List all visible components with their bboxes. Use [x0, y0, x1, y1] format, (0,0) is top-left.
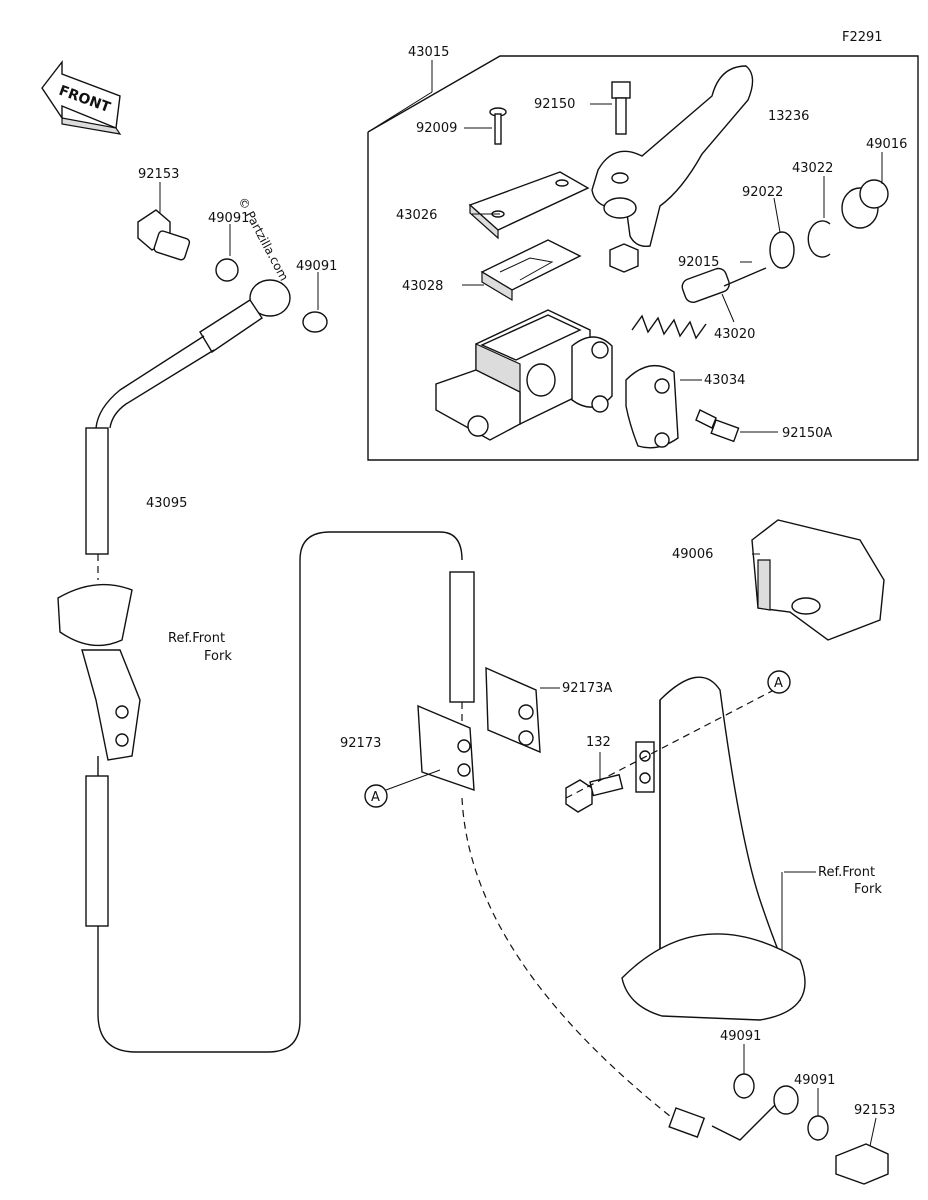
callout-a-right-letter: A — [774, 676, 783, 691]
label-92022: 92022 — [742, 185, 783, 200]
leader-lines — [159, 103, 883, 1147]
front-arrow-icon: FRONT — [41, 59, 122, 135]
watermark: © Partzilla.com — [235, 195, 291, 283]
label-43034: 43034 — [704, 373, 745, 388]
label-92009: 92009 — [416, 121, 457, 136]
ref-note-1-line-2: Fork — [204, 649, 232, 664]
label-43095: 43095 — [146, 496, 187, 511]
hose-clamp-92173 — [417, 704, 475, 792]
master-cylinder-body — [435, 309, 613, 441]
brake-lever — [591, 65, 754, 247]
front-fork — [621, 676, 806, 1021]
label-92015: 92015 — [678, 255, 719, 270]
label-43026: 43026 — [396, 208, 437, 223]
brake-hose-lower — [449, 571, 475, 703]
pivot-bolt — [609, 81, 639, 273]
ref-note-2-line-1: Ref.Front — [818, 865, 875, 880]
screw — [489, 107, 507, 145]
label-132: 132 — [586, 735, 611, 750]
callout-a-right: A — [767, 670, 791, 694]
label-49091-lower-1: 49091 — [720, 1029, 761, 1044]
banjo-lower — [668, 1073, 889, 1185]
handlebar-clamp — [625, 364, 679, 449]
circlip — [807, 220, 831, 258]
label-92150: 92150 — [534, 97, 575, 112]
label-49091-upper-2: 49091 — [296, 259, 337, 274]
part-labels: 43015 92150 13236 49016 92009 43022 9202… — [138, 45, 907, 1118]
reservoir-cap — [468, 171, 590, 240]
ref-note-2-line-2: Fork — [854, 882, 882, 897]
label-49091-upper-1: 49091 — [208, 211, 249, 226]
label-13236: 13236 — [768, 109, 809, 124]
diaphragm — [480, 239, 582, 302]
callout-a-left: A — [364, 784, 388, 808]
diagram-code: F2291 — [842, 30, 883, 45]
label-92173: 92173 — [340, 736, 381, 751]
label-49016: 49016 — [866, 137, 907, 152]
hose-clamp-left — [57, 583, 141, 761]
clamp-bolt — [695, 409, 740, 443]
washer — [769, 231, 795, 269]
hose-clamp-92173a — [485, 666, 541, 754]
label-92173a: 92173A — [562, 681, 612, 696]
washer-upper-1 — [215, 258, 239, 282]
brake-hose-middle — [85, 775, 109, 927]
label-43028: 43028 — [402, 279, 443, 294]
brake-hose-upper — [85, 279, 291, 555]
label-43015: 43015 — [408, 45, 449, 60]
washer-upper-2 — [302, 311, 328, 333]
ref-note-1-line-1: Ref.Front — [168, 631, 225, 646]
piston-spring — [631, 267, 767, 340]
label-49091-lower-2: 49091 — [794, 1073, 835, 1088]
label-49006: 49006 — [672, 547, 713, 562]
label-92150a: 92150A — [782, 426, 832, 441]
bolt-132 — [565, 773, 624, 813]
label-43020: 43020 — [714, 327, 755, 342]
assembly-frame — [367, 55, 919, 461]
label-92153-upper: 92153 — [138, 167, 179, 182]
label-43022: 43022 — [792, 161, 833, 176]
dust-boot — [841, 179, 889, 229]
cover-49006 — [751, 519, 885, 641]
callout-a-left-letter: A — [371, 790, 380, 805]
label-92153-lower: 92153 — [854, 1103, 895, 1118]
banjo-bolt-upper — [137, 209, 191, 261]
